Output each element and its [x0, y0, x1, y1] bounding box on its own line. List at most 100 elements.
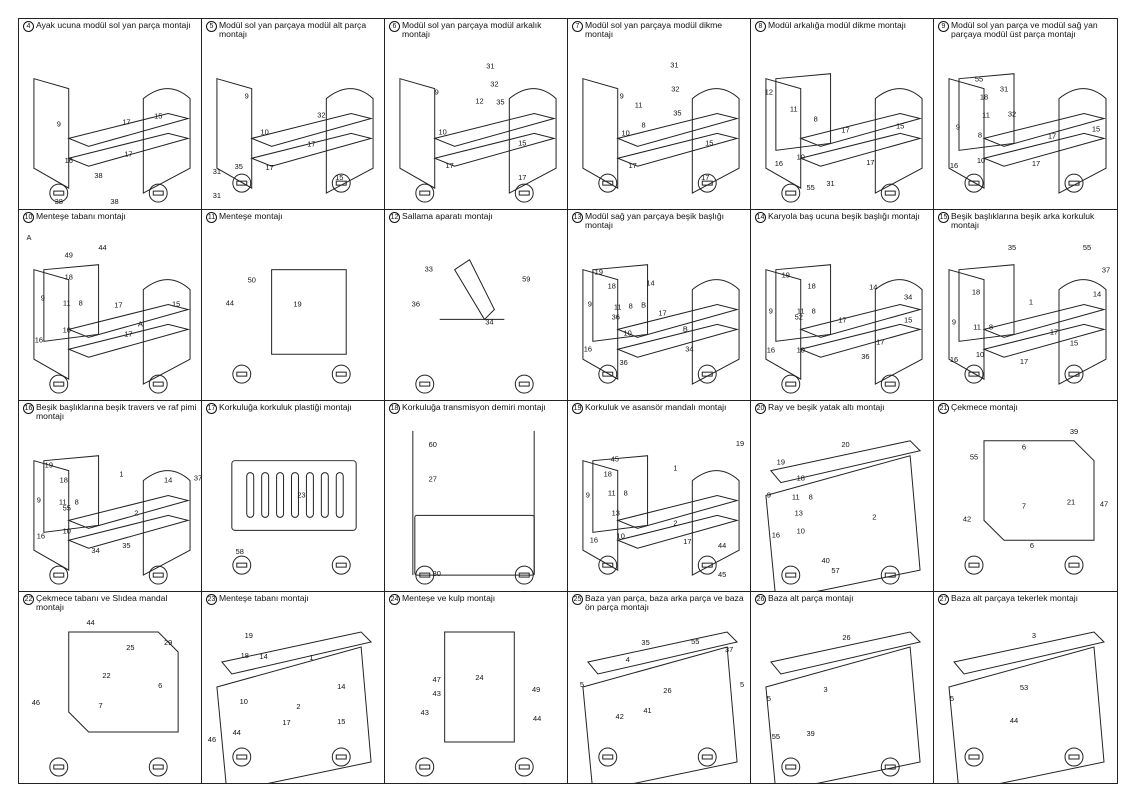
part-label: 41 [643, 706, 651, 715]
fastener-callout-icon [331, 747, 351, 767]
fastener-callout-icon [781, 565, 801, 585]
rail-bottom [250, 132, 374, 167]
part-label: 44 [718, 541, 726, 550]
drawer-front-panel [444, 631, 515, 743]
dowel-icon [1068, 180, 1080, 186]
part-label: 31 [213, 167, 221, 176]
part-label: 34 [485, 317, 493, 326]
part-label: 5 [950, 694, 954, 703]
part-label: 12 [475, 97, 483, 106]
step-number-badge: 14 [755, 212, 766, 223]
dowel-icon [419, 572, 431, 578]
step-number-badge: 6 [389, 21, 400, 32]
step-title-text: Ray ve beşik yatak altı montajı [768, 402, 885, 412]
step-number-badge: 24 [389, 594, 400, 605]
part-label: 1 [673, 464, 677, 473]
part-label: 22 [102, 671, 110, 680]
dowel-icon [1068, 371, 1080, 377]
assembly-drawing [216, 631, 373, 783]
part-label: 2 [296, 702, 300, 711]
end-panel [874, 279, 923, 385]
dowel-icon [335, 562, 347, 568]
part-label: 17 [1020, 357, 1028, 366]
part-label: 50 [248, 276, 256, 285]
part-label: 35 [122, 541, 130, 550]
assembly-drawing [948, 73, 1107, 194]
part-label: 17 [701, 173, 709, 182]
railing-slot [335, 472, 344, 518]
step-title-text: Sallama aparatı montajı [402, 211, 493, 221]
railing-slot [320, 472, 329, 518]
fastener-callout-icon [964, 555, 984, 575]
part-label: A [26, 233, 31, 242]
module-box [43, 264, 100, 342]
assembly-drawing [765, 264, 923, 394]
step-illustration: 191181437911821610343555 [33, 455, 201, 585]
step-title-text: Karyola baş ucuna beşik başlığı montajı [768, 211, 920, 221]
part-label: 11 [973, 322, 981, 331]
part-label: 10 [797, 526, 805, 535]
part-label: 34 [685, 344, 693, 353]
module-box [592, 264, 649, 342]
step-number-badge: 10 [23, 212, 34, 223]
part-label: 44 [86, 618, 94, 627]
part-label: 11 [59, 497, 67, 506]
base-panel [582, 646, 738, 783]
fastener-callout-icon [514, 565, 534, 585]
part-label: 9 [769, 306, 773, 315]
fastener-callout-icon [148, 757, 168, 777]
dowel-icon [236, 754, 248, 760]
end-panel [325, 88, 374, 194]
part-label: 55 [691, 637, 699, 646]
fastener-callout-icon [1064, 173, 1084, 193]
part-label: 18 [65, 273, 73, 282]
part-label: 14 [869, 283, 877, 292]
part-label: 25 [126, 643, 134, 652]
dowel-icon [968, 562, 980, 568]
part-label: 10 [622, 128, 630, 137]
drawer-box [68, 631, 179, 733]
part-label: 15 [335, 173, 343, 182]
assembly-drawing [232, 269, 351, 384]
dowel-icon [785, 764, 797, 770]
part-label: 9 [435, 88, 439, 97]
part-label: 7 [98, 701, 102, 710]
part-label: 37 [1102, 266, 1110, 275]
dowel-icon [602, 180, 614, 186]
end-panel [691, 88, 740, 194]
part-label: 17 [1048, 131, 1056, 140]
side-panel [216, 78, 253, 189]
part-label: 10 [977, 156, 985, 165]
railing-slot [305, 472, 314, 518]
part-label: 2 [673, 518, 677, 527]
part-label: 9 [588, 299, 592, 308]
part-label: 1 [309, 653, 313, 662]
side-panel [948, 269, 985, 380]
part-label: 8 [624, 489, 628, 498]
part-label: 31 [486, 62, 494, 71]
step-number-badge: 9 [938, 21, 949, 32]
module-box [775, 264, 832, 342]
side-panel [765, 269, 802, 380]
fastener-callout-icon [697, 173, 717, 193]
part-label: 36 [861, 352, 869, 361]
part-label: 9 [767, 490, 771, 499]
part-label: 17 [446, 161, 454, 170]
part-label: 11 [608, 489, 616, 498]
fastener-callout-icon [49, 757, 69, 777]
